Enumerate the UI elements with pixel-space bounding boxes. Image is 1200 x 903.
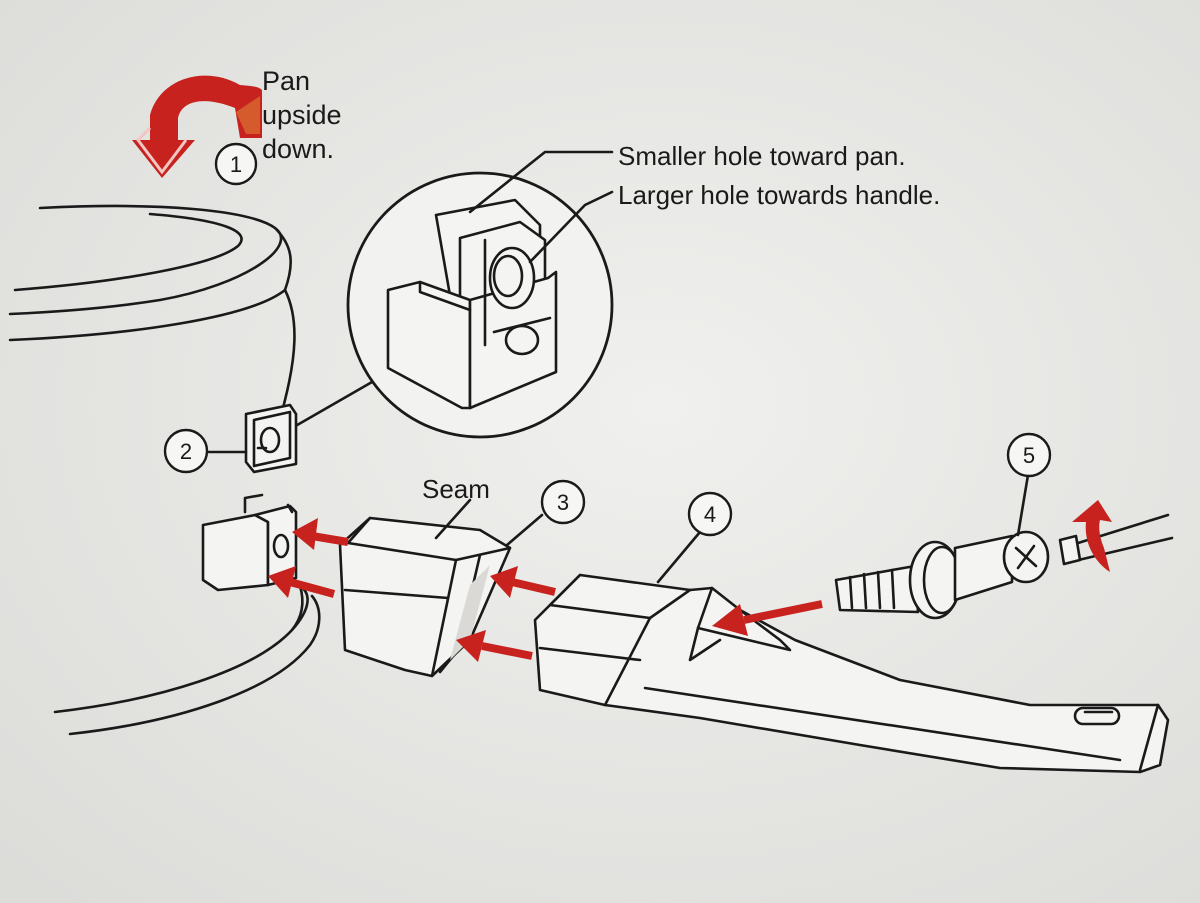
step-2-badge: 2	[163, 428, 209, 474]
step-1-badge: 1	[214, 142, 258, 186]
step-2-number: 2	[180, 439, 192, 464]
arrow-into-sleeve-upper	[490, 566, 556, 598]
step-4-number: 4	[704, 502, 716, 527]
pan-rim	[53, 584, 321, 736]
insertion-arrows	[268, 518, 823, 662]
screwdriver-tool	[1058, 513, 1174, 566]
clip-enlarged	[386, 198, 558, 410]
clip-magnifier-inset	[290, 171, 614, 439]
arrow-into-sleeve-lower	[456, 630, 533, 662]
step-1-text-line-3: down.	[262, 134, 334, 164]
step-1-text-line-1: Pan	[262, 66, 310, 96]
callout-leader-smaller	[468, 150, 614, 214]
step-1-text-line-2: upside	[262, 100, 342, 130]
callout-smaller-hole: Smaller hole toward pan.	[618, 141, 906, 171]
step-4-badge: 4	[687, 491, 733, 537]
flip-arrow-icon	[132, 75, 262, 178]
callout-leader-larger	[528, 190, 614, 264]
step-5-number: 5	[1023, 443, 1035, 468]
seam-leader	[434, 498, 472, 540]
step-1-number: 1	[230, 152, 242, 177]
callout-larger-hole: Larger hole towards handle.	[618, 180, 940, 210]
mounting-bracket	[201, 493, 298, 592]
clip-part	[244, 403, 298, 474]
step-3-number: 3	[557, 490, 569, 515]
arrow-into-bracket-lower	[268, 566, 336, 598]
pan-body	[8, 204, 296, 432]
seam-label: Seam	[422, 474, 490, 504]
arrow-into-handle	[712, 600, 823, 636]
rotate-arrow-icon	[1072, 500, 1112, 572]
step-5-badge: 5	[1006, 432, 1052, 478]
screw-part	[834, 530, 1050, 620]
handle-part	[533, 573, 1170, 774]
arrow-into-bracket-upper	[292, 518, 349, 550]
step-3-badge: 3	[540, 479, 586, 525]
